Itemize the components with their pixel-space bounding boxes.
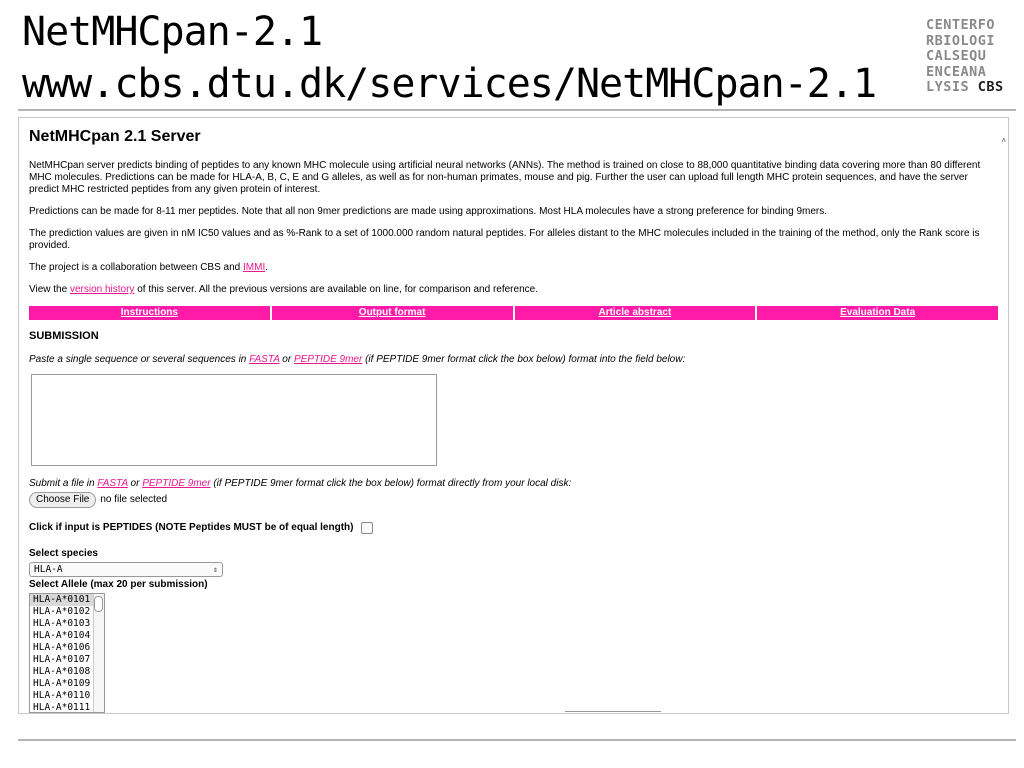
logo-line: CENTERFO xyxy=(926,17,996,33)
slide-title: NetMHCpan-2.1 www.cbs.dtu.dk/services/Ne… xyxy=(22,6,877,110)
allele-label: Select Allele (max 20 per submission) xyxy=(29,579,208,590)
slide-title-line1: NetMHCpan-2.1 xyxy=(22,9,323,55)
scrollbar-thumb[interactable] xyxy=(94,596,103,612)
divider-line xyxy=(565,711,661,712)
paste-text: Paste a single sequence or several seque… xyxy=(29,354,250,365)
allele-option[interactable]: HLA-A*0109 xyxy=(33,678,91,689)
scroll-marker-icon: ˄ xyxy=(1001,136,1006,145)
paste-instruction: Paste a single sequence or several seque… xyxy=(29,354,998,366)
submit-text: Submit a file in xyxy=(29,478,98,489)
title-divider xyxy=(18,109,1016,111)
cbs-logo: CENTERFO RBIOLOGI CALSEQU ENCEANA LYSIS … xyxy=(926,17,1012,96)
allele-scrollbar[interactable] xyxy=(93,594,104,712)
select-arrows-icon: ⇕ xyxy=(213,565,218,574)
nav-evaluation-data[interactable]: Evaluation Data xyxy=(757,306,998,320)
allele-option[interactable]: HLA-A*0108 xyxy=(33,666,91,677)
allele-option[interactable]: HLA-A*0110 xyxy=(33,690,91,701)
nav-output-format[interactable]: Output format xyxy=(271,306,513,320)
sequence-input[interactable] xyxy=(31,374,437,466)
submit-file-instruction: Submit a file in FASTA or PEPTIDE 9mer (… xyxy=(29,478,998,490)
species-label: Select species xyxy=(29,548,98,559)
logo-line: RBIOLOGI xyxy=(926,32,996,49)
nav-bar: Instructions Output format Article abstr… xyxy=(29,306,998,320)
allele-option[interactable]: HLA-A*0103 xyxy=(33,618,91,629)
peptides-checkbox[interactable] xyxy=(361,522,374,534)
peptide-9mer-link[interactable]: PEPTIDE 9mer xyxy=(293,354,363,365)
peptide-9mer-file-link[interactable]: PEPTIDE 9mer xyxy=(142,478,211,489)
submission-heading: SUBMISSION xyxy=(29,330,99,342)
collab-text: The project is a collaboration between C… xyxy=(29,262,244,273)
view-text: View the xyxy=(29,284,70,295)
webpage-screenshot: ˄ NetMHCpan 2.1 Server NetMHCpan server … xyxy=(18,117,1009,714)
slide-title-url: www.cbs.dtu.dk/services/NetMHCpan-2.1 xyxy=(22,61,877,107)
species-select[interactable]: HLA-A ⇕ xyxy=(29,562,223,577)
fasta-link[interactable]: FASTA xyxy=(249,354,280,365)
footer-divider xyxy=(18,739,1016,741)
logo-line: LYSIS xyxy=(926,79,970,95)
peptides-label: Click if input is PEPTIDES (NOTE Peptide… xyxy=(29,522,354,533)
choose-file-button[interactable]: Choose File xyxy=(29,492,97,508)
view-text-end: of this server. All the previous version… xyxy=(134,284,538,295)
species-value: HLA-A xyxy=(34,564,63,575)
allele-option[interactable]: HLA-A*0104 xyxy=(33,630,91,641)
allele-option[interactable]: HLA-A*0106 xyxy=(33,642,91,653)
nav-article-abstract[interactable]: Article abstract xyxy=(514,306,756,320)
version-history-link[interactable]: version history xyxy=(69,284,135,295)
or-text: or xyxy=(127,478,143,489)
values-paragraph: The prediction values are given in nM IC… xyxy=(29,228,980,251)
intro-paragraph: NetMHCpan server predicts binding of pep… xyxy=(29,160,981,195)
allele-option[interactable]: HLA-A*0101 xyxy=(30,594,104,606)
allele-option[interactable]: HLA-A*0107 xyxy=(33,654,91,665)
predictions-paragraph: Predictions can be made for 8-11 mer pep… xyxy=(29,206,828,217)
allele-option[interactable]: HLA-A*0102 xyxy=(33,606,91,617)
or-text: or xyxy=(279,354,294,365)
collaboration-paragraph: The project is a collaboration between C… xyxy=(29,262,998,274)
fasta-file-link[interactable]: FASTA xyxy=(97,478,128,489)
nav-instructions[interactable]: Instructions xyxy=(29,306,270,320)
paste-text-end: (if PEPTIDE 9mer format click the box be… xyxy=(362,354,686,365)
submit-text-end: (if PEPTIDE 9mer format click the box be… xyxy=(210,478,572,489)
collab-end: . xyxy=(265,262,269,273)
logo-cbs: CBS xyxy=(977,79,1004,95)
allele-listbox[interactable]: HLA-A*0101 HLA-A*0102 HLA-A*0103 HLA-A*0… xyxy=(29,593,105,713)
logo-line: CALSEQU xyxy=(926,48,987,64)
logo-line: ENCEANA xyxy=(926,63,987,80)
version-paragraph: View the version history of this server.… xyxy=(29,284,998,296)
immi-link[interactable]: IMMI xyxy=(243,262,266,273)
server-heading: NetMHCpan 2.1 Server xyxy=(29,128,201,145)
file-upload-row: Choose File no file selected xyxy=(29,492,998,508)
allele-option[interactable]: HLA-A*0111 xyxy=(33,702,91,713)
no-file-text: no file selected xyxy=(100,494,168,505)
logo-line-last: LYSIS CBS xyxy=(926,79,1012,96)
peptides-row: Click if input is PEPTIDES (NOTE Peptide… xyxy=(29,522,998,534)
